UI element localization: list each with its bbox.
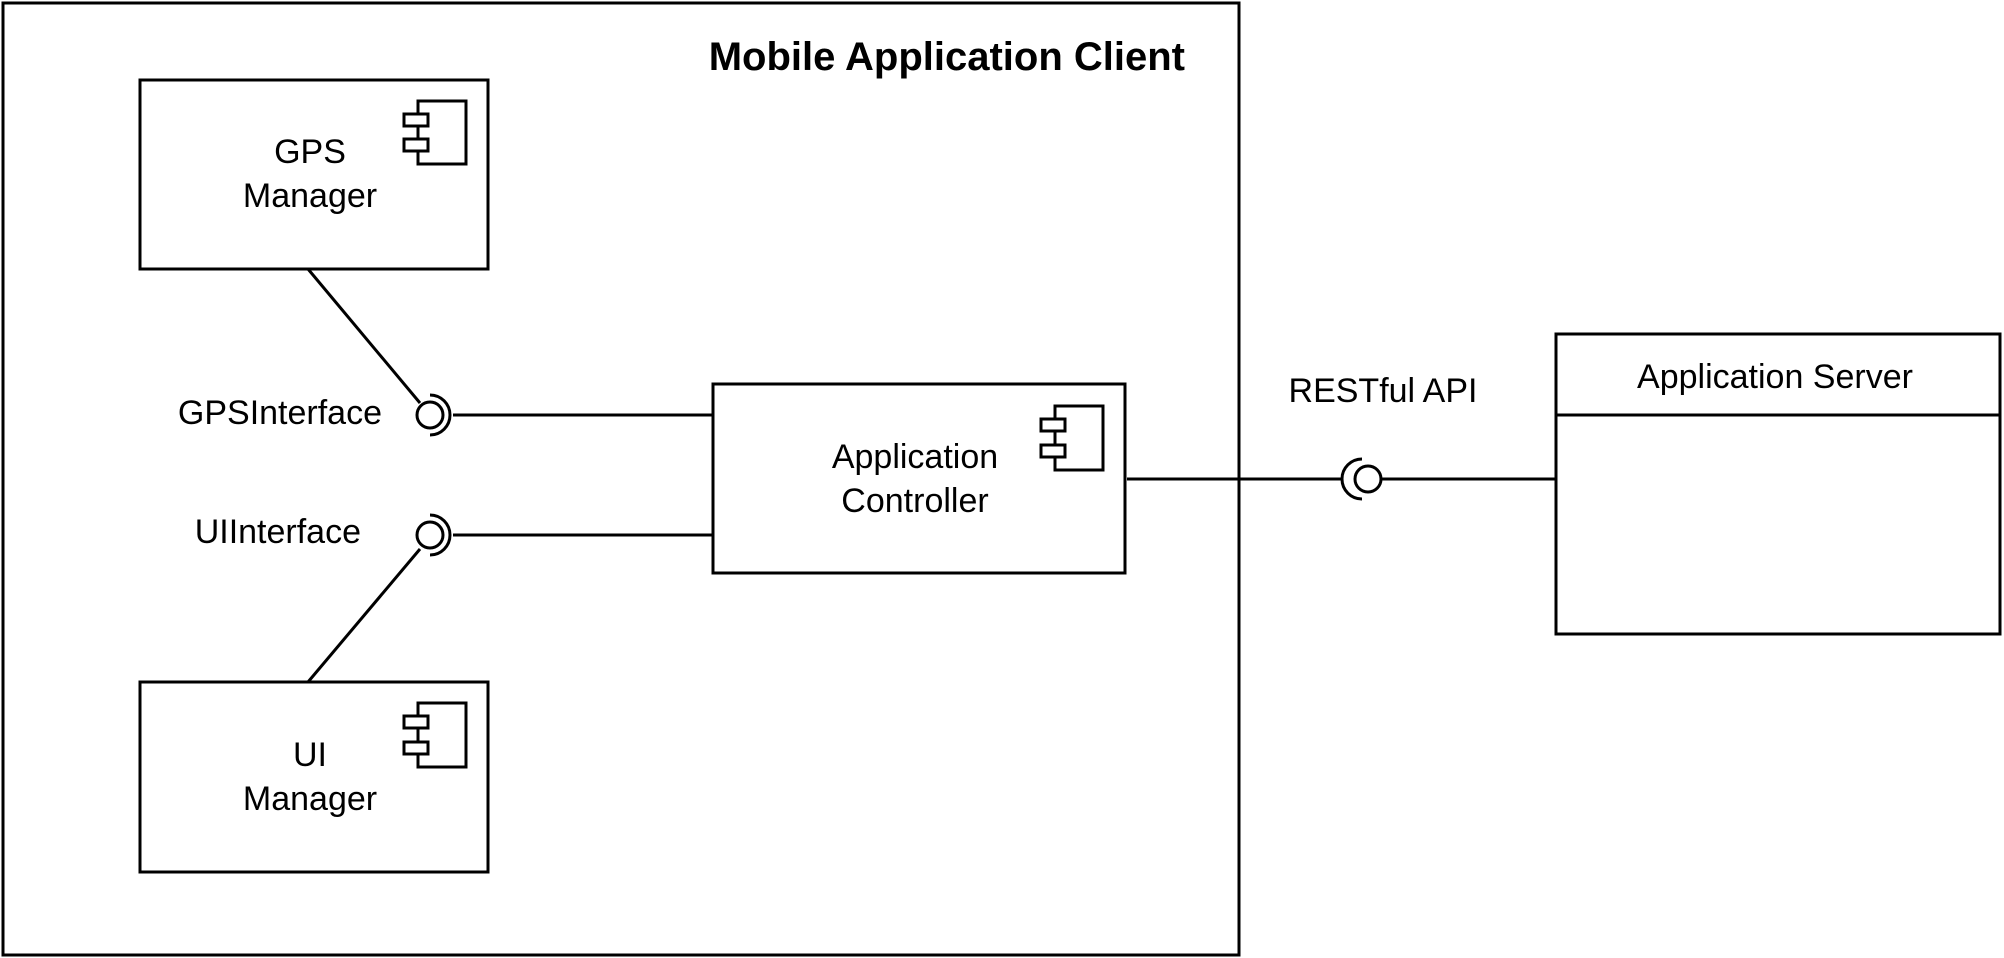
client-frame-title: Mobile Application Client (709, 35, 1185, 79)
gps-interface-socket (429, 393, 452, 437)
gps-interface-ball (415, 400, 445, 430)
ui-manager-to-interface-line (306, 548, 422, 683)
application-server-box: Application Server (1554, 332, 2002, 636)
gps-interface: GPSInterface (178, 393, 452, 437)
gps-manager-to-interface-line (306, 268, 422, 404)
gps-manager-label-line1: GPS (274, 133, 346, 171)
component-icon (402, 99, 468, 166)
ui-interface-label: UIInterface (195, 513, 361, 551)
rest-interface-socket (1340, 457, 1363, 501)
component-icon (1039, 404, 1105, 472)
ui-interface-ball (415, 520, 445, 550)
application-controller-component: Application Controller (711, 382, 1127, 575)
ui-interface: UIInterface (195, 513, 452, 557)
application-controller-label-line1: Application (832, 438, 998, 476)
rest-interface-label: RESTful API (1289, 372, 1478, 410)
rest-interface-ball (1353, 464, 1383, 494)
rest-interface: RESTful API (1289, 372, 1478, 501)
ui-manager-component: UI Manager (138, 680, 490, 874)
component-icon (402, 701, 468, 769)
application-controller-label-line2: Controller (841, 482, 988, 520)
ui-manager-label-line2: Manager (243, 780, 377, 818)
application-server-title: Application Server (1637, 358, 1913, 396)
gps-manager-component: GPS Manager (138, 78, 490, 271)
gps-interface-label: GPSInterface (178, 394, 382, 432)
ui-interface-socket (429, 513, 452, 557)
gps-manager-label-line2: Manager (243, 177, 377, 215)
ui-manager-label-line1: UI (293, 736, 327, 774)
